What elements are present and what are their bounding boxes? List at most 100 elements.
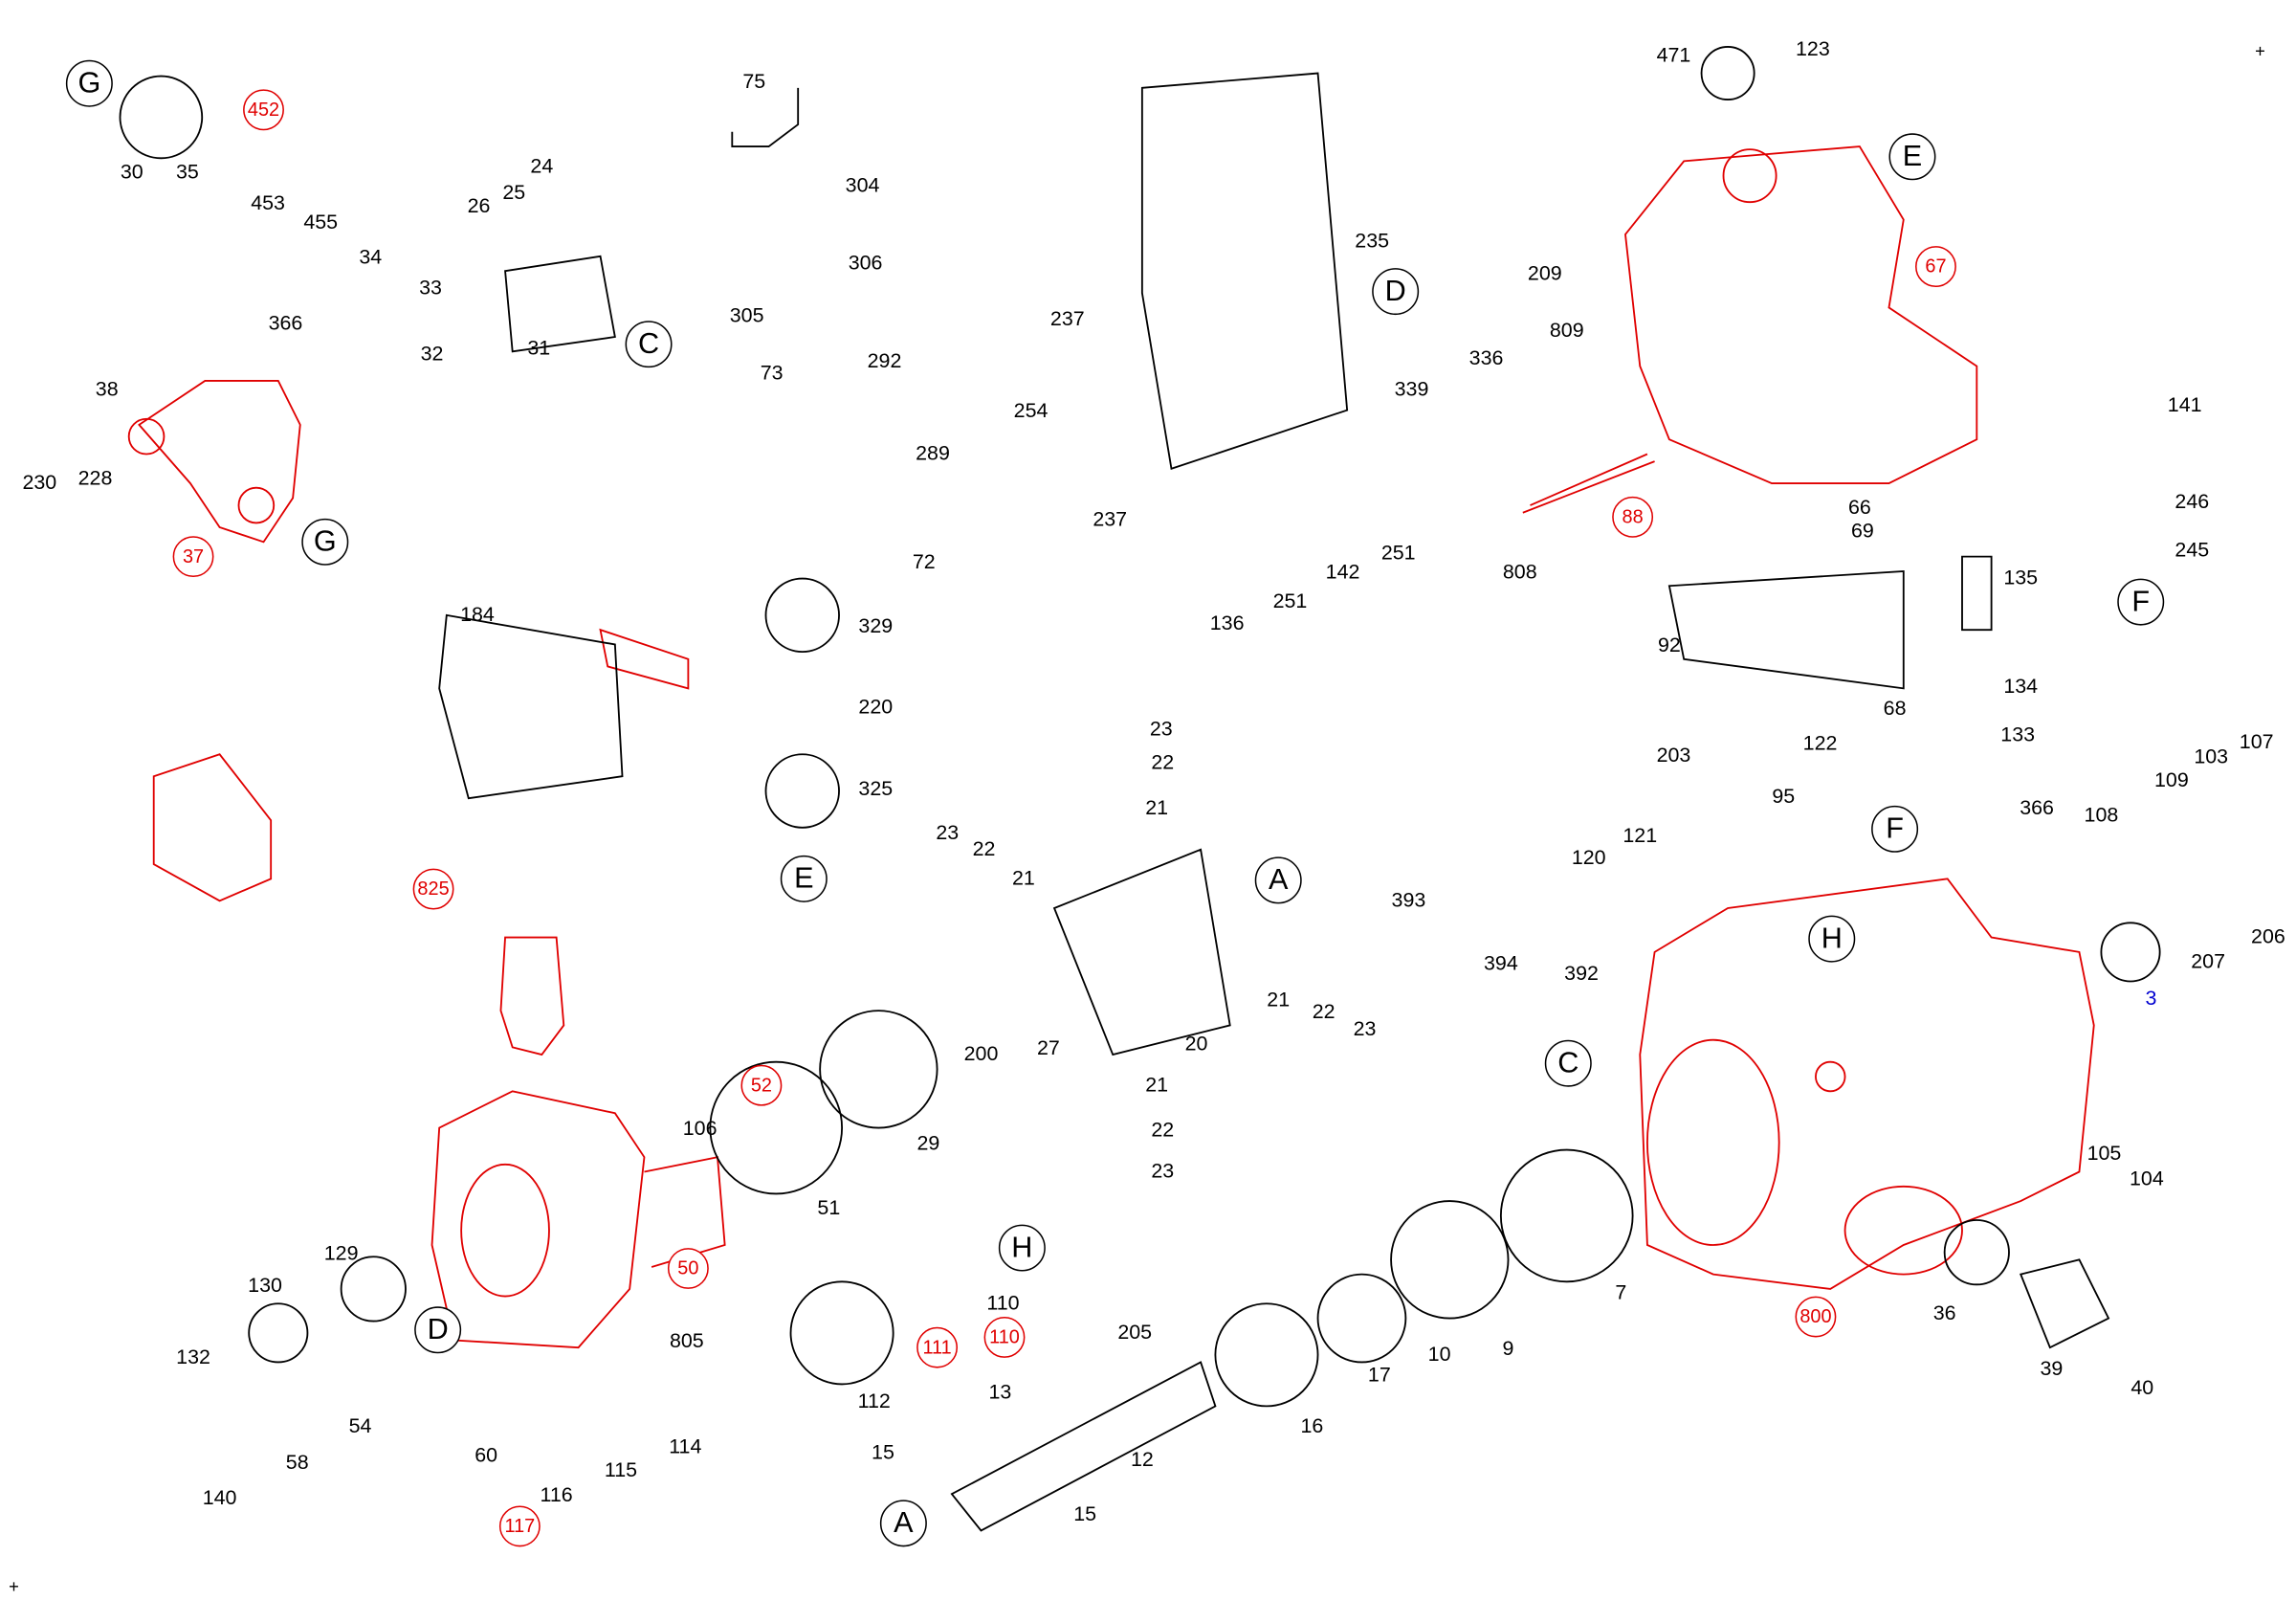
part-callout: 69 xyxy=(1851,518,1874,543)
part-callout: 24 xyxy=(530,153,554,178)
part-callout: 392 xyxy=(1564,961,1599,985)
part-callout: 22 xyxy=(1151,1117,1175,1142)
part-callout: 130 xyxy=(248,1273,282,1297)
part-callout: 103 xyxy=(2194,744,2229,768)
part-callout: 136 xyxy=(1209,611,1245,634)
part-callout: 184 xyxy=(460,602,495,626)
part-callout: 51 xyxy=(817,1194,841,1219)
part-callout: 22 xyxy=(972,835,996,860)
part-callout: 110 xyxy=(983,1317,1026,1358)
lever-304 xyxy=(731,87,800,147)
reference-letter-circle: G xyxy=(65,59,113,107)
part-callout: 339 xyxy=(1394,376,1429,400)
part-callout: 455 xyxy=(303,209,339,233)
part-callout: 808 xyxy=(1502,559,1537,584)
part-callout: 329 xyxy=(858,613,894,637)
part-callout: 106 xyxy=(682,1116,718,1140)
coupling-7 xyxy=(1499,1148,1634,1283)
black-parts xyxy=(119,46,2161,1532)
solenoid-valve-825 xyxy=(152,628,690,1056)
part-callout: 75 xyxy=(742,68,766,93)
part-callout: 34 xyxy=(359,244,383,269)
flange-39 xyxy=(2019,1258,2110,1349)
part-callout: 246 xyxy=(2175,489,2210,513)
pump-housing-800 xyxy=(1639,878,2095,1290)
part-callout: 40 xyxy=(2130,1375,2154,1399)
part-callout: 228 xyxy=(77,465,113,490)
part-callout: 133 xyxy=(2000,722,2036,746)
part-callout: 39 xyxy=(2040,1356,2064,1380)
part-callout: 254 xyxy=(1013,398,1049,422)
hydraulic-head-50 xyxy=(430,1090,726,1349)
reference-letter-circle: F xyxy=(1871,805,1919,853)
part-callout: 38 xyxy=(95,376,119,400)
part-callout: 23 xyxy=(1149,716,1173,740)
part-callout: 452 xyxy=(243,89,284,131)
part-callout: 205 xyxy=(1117,1320,1153,1344)
part-callout: 17 xyxy=(1367,1362,1391,1386)
roller-ring-112 xyxy=(789,1280,894,1386)
washer-17 xyxy=(1316,1273,1407,1364)
governor-cover-67 xyxy=(1522,145,1978,514)
part-callout: 209 xyxy=(1527,260,1562,284)
part-callout: 37 xyxy=(172,536,214,578)
part-callout: 67 xyxy=(1915,246,1956,287)
part-callout: 50 xyxy=(667,1248,709,1289)
part-callout: 809 xyxy=(1549,318,1584,342)
plate-9 xyxy=(1390,1200,1510,1320)
part-callout: 135 xyxy=(2003,565,2039,589)
part-callout: 805 xyxy=(669,1328,704,1352)
reference-letter-circle: C xyxy=(625,321,673,368)
part-callout: 10 xyxy=(1427,1342,1451,1366)
feed-pump-29 xyxy=(819,1010,938,1129)
part-callout: 72 xyxy=(912,548,936,573)
part-callout: 16 xyxy=(1300,1413,1324,1437)
part-callout: 206 xyxy=(2251,923,2285,948)
part-callout: 31 xyxy=(527,335,551,359)
part-callout: 21 xyxy=(1267,987,1291,1012)
part-callout: 68 xyxy=(1883,696,1907,720)
part-callout: 292 xyxy=(867,348,902,372)
part-callout: 142 xyxy=(1325,559,1360,584)
part-callout: 32 xyxy=(420,341,444,366)
part-callout: 104 xyxy=(2129,1166,2164,1189)
drive-shaft-12 xyxy=(950,1361,1217,1532)
part-callout: 140 xyxy=(202,1485,237,1509)
part-callout: 336 xyxy=(1468,345,1504,369)
part-callout: 23 xyxy=(936,820,960,844)
part-callout: 26 xyxy=(467,193,491,217)
part-callout: 114 xyxy=(669,1434,702,1457)
part-callout: 453 xyxy=(251,189,285,214)
part-callout: 22 xyxy=(1312,998,1336,1023)
part-callout: 123 xyxy=(1796,36,1830,60)
valve-135 xyxy=(1961,555,1993,632)
part-callout: 52 xyxy=(740,1064,783,1106)
part-callout: 105 xyxy=(2086,1141,2122,1165)
part-callout: 305 xyxy=(729,302,764,327)
sleeve-31 xyxy=(504,255,616,353)
screw-plug-130 xyxy=(248,1302,309,1364)
corner-mark: + xyxy=(9,1575,19,1597)
shaft-seal-3 xyxy=(2100,922,2161,983)
part-callout: 306 xyxy=(848,250,883,275)
part-callout: 15 xyxy=(1073,1501,1097,1525)
part-callout: 13 xyxy=(988,1379,1012,1404)
part-callout: 141 xyxy=(2167,392,2202,416)
part-callout: 73 xyxy=(760,360,784,385)
part-callout: 21 xyxy=(1145,795,1169,819)
part-callout: 12 xyxy=(1130,1447,1154,1471)
part-callout: 111 xyxy=(916,1326,959,1368)
seal-ring-51 xyxy=(709,1060,844,1195)
o-ring-36 xyxy=(1943,1219,2010,1286)
reference-letter-circle: E xyxy=(1888,133,1936,181)
part-callout: 245 xyxy=(2175,537,2210,562)
cover-plate-235 xyxy=(1140,72,1349,471)
part-callout: 54 xyxy=(348,1413,372,1437)
reference-letter-circle: D xyxy=(1372,268,1420,316)
part-callout: 200 xyxy=(963,1041,999,1065)
part-callout: 15 xyxy=(872,1439,894,1464)
part-callout: 112 xyxy=(857,1389,891,1412)
reference-letter-circle: A xyxy=(1254,856,1302,904)
part-callout: 394 xyxy=(1483,950,1518,974)
